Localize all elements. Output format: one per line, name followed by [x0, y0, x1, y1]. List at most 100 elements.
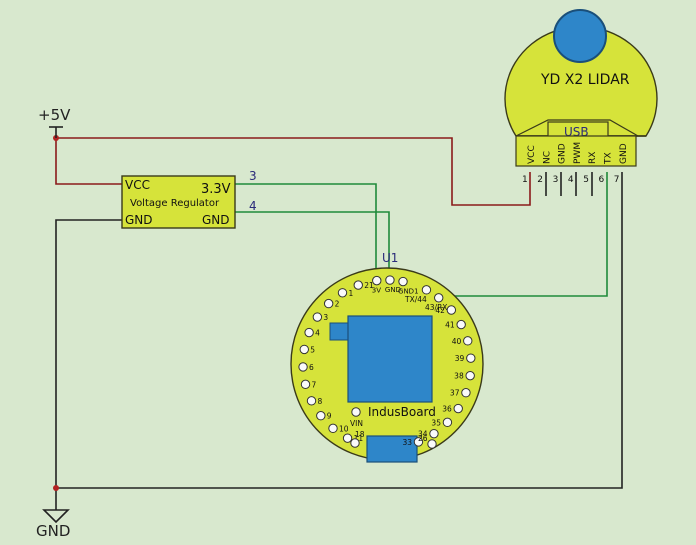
regulator-out-label: 3.3V [201, 182, 231, 197]
junction-gnd [53, 485, 59, 491]
board-pin-label: 39 [455, 354, 465, 363]
board-designator: U1 [382, 251, 398, 265]
board-pin-label: 8 [318, 397, 323, 406]
board-pin-hole [342, 433, 353, 443]
board-pin-hole [300, 379, 311, 390]
lidar-pin-number: 4 [568, 175, 574, 185]
board-pin-hole [351, 407, 361, 417]
board-pin-label: 3V [372, 287, 381, 295]
board-pin-hole [337, 288, 348, 298]
lidar-pin-label: VCC [527, 145, 537, 164]
board-pin-label: 36 [442, 405, 452, 414]
board-pin-label: 7 [311, 380, 316, 389]
board-pin-hole [299, 344, 309, 355]
board-pin-hole [304, 327, 314, 338]
lidar-pin-label: GND [619, 143, 629, 164]
board-pin-hole [398, 276, 408, 287]
wire-regulator-gnd-to-board [235, 211, 390, 276]
wire-gnd-rail [55, 219, 122, 510]
lidar-connector-outline [515, 119, 639, 137]
board-pin-hole [328, 423, 338, 434]
board-pin-label: 11 [354, 434, 364, 443]
board-vin-label: VIN [350, 419, 363, 428]
regulator-gnd-out-label: GND [202, 213, 230, 227]
board-pin-hole [350, 438, 360, 448]
board-tx-label: TX/44 [404, 295, 427, 304]
board-pin-label: 41 [445, 321, 455, 330]
board-pin-label: 26 [418, 434, 428, 443]
board-pin-label: 33 [402, 438, 412, 447]
wire-3v3-to-board [235, 183, 377, 276]
lidar-pin-number: 6 [599, 175, 605, 185]
lidar-title: YD X2 LIDAR [540, 72, 630, 88]
board-pin-hole [442, 417, 453, 428]
board-pin-hole [466, 353, 476, 363]
board-pin-hole [323, 298, 334, 309]
board-pin-label: 37 [450, 389, 460, 398]
board-pin-hole [465, 370, 475, 381]
board-pin-hole [372, 275, 382, 286]
wire-5v-to-regulator [55, 138, 122, 185]
lidar-pin-label: GND [558, 143, 568, 164]
board-pin-hole [461, 388, 471, 398]
board-pin-hole [434, 293, 444, 303]
board-pin-hole [298, 362, 308, 372]
board-pin-label: 40 [452, 337, 462, 346]
power-label: +5V [38, 106, 71, 124]
voltage-regulator: VCC GND 3.3V GND Voltage Regulator 3 4 [121, 169, 257, 229]
regulator-wire-out-number: 3 [249, 169, 257, 183]
board-antenna-chip [329, 322, 350, 341]
ground-label: GND [36, 522, 70, 540]
board-rx-label: 43/RX [425, 303, 447, 312]
wires [55, 137, 623, 510]
board-pin-hole [413, 437, 424, 447]
board-pin-label: 38 [454, 372, 464, 381]
board-pin-hole [353, 280, 363, 290]
lidar-pin-number: 5 [583, 175, 589, 185]
board-pin-label: 18 [355, 430, 365, 439]
wire-lidar-tx-to-board [440, 172, 608, 297]
board-pin-label: 42 [435, 306, 445, 315]
lidar-sensor-icon [553, 9, 607, 63]
board-pin-hole [429, 428, 439, 439]
lidar-module: YD X2 LIDAR USB VCC1NC2GND3PWM4RX5TX6GND… [504, 9, 658, 185]
board-pin-label: 9 [327, 412, 332, 421]
board-pin-label: 10 [339, 424, 349, 433]
board-pin-label: 6 [309, 363, 314, 372]
board-pin-hole [456, 319, 466, 330]
board-pin-hole [316, 411, 326, 421]
regulator-gnd-in-label: GND [125, 213, 153, 227]
lidar-pin-label: PWM [573, 142, 583, 164]
board-pin-hole [453, 403, 463, 414]
board-pin-hole [312, 312, 323, 322]
power-symbol: +5V [38, 106, 71, 138]
lidar-pin-label: RX [588, 152, 598, 164]
board-pin-label: 34 [418, 430, 428, 439]
lidar-pin-number: 1 [522, 175, 528, 185]
lidar-pin-label: TX [604, 152, 614, 165]
board-pin-label: 4 [315, 329, 320, 338]
board-pin-label: 2 [335, 300, 340, 309]
board-pin-hole [446, 305, 457, 315]
board-pin-hole [306, 396, 317, 406]
board-pin-label: 1 [348, 289, 353, 298]
board-pin-label: GND1 [398, 288, 419, 296]
board-pin-hole [463, 336, 473, 346]
board-pin-hole [421, 285, 432, 295]
board-main-chip [347, 315, 433, 403]
regulator-wire-gnd-number: 4 [249, 199, 257, 213]
ground-symbol: GND [36, 509, 70, 540]
wire-gnd-bottom [56, 172, 623, 489]
board-pin-label: GND [385, 286, 401, 294]
lidar-pin-number: 3 [553, 175, 559, 185]
lidar-pin-number: 2 [537, 175, 543, 185]
board-pin-label: 3 [323, 313, 328, 322]
lidar-pin-header [515, 135, 637, 167]
board-pin-hole [385, 275, 395, 285]
board-usb-port [366, 435, 418, 463]
lidar-pin-label: NC [542, 151, 552, 164]
indus-board: U1 IndusBoard 21123456789101142414039383… [290, 251, 484, 463]
regulator-title: Voltage Regulator [130, 198, 220, 209]
board-pin-label: 35 [431, 418, 441, 427]
